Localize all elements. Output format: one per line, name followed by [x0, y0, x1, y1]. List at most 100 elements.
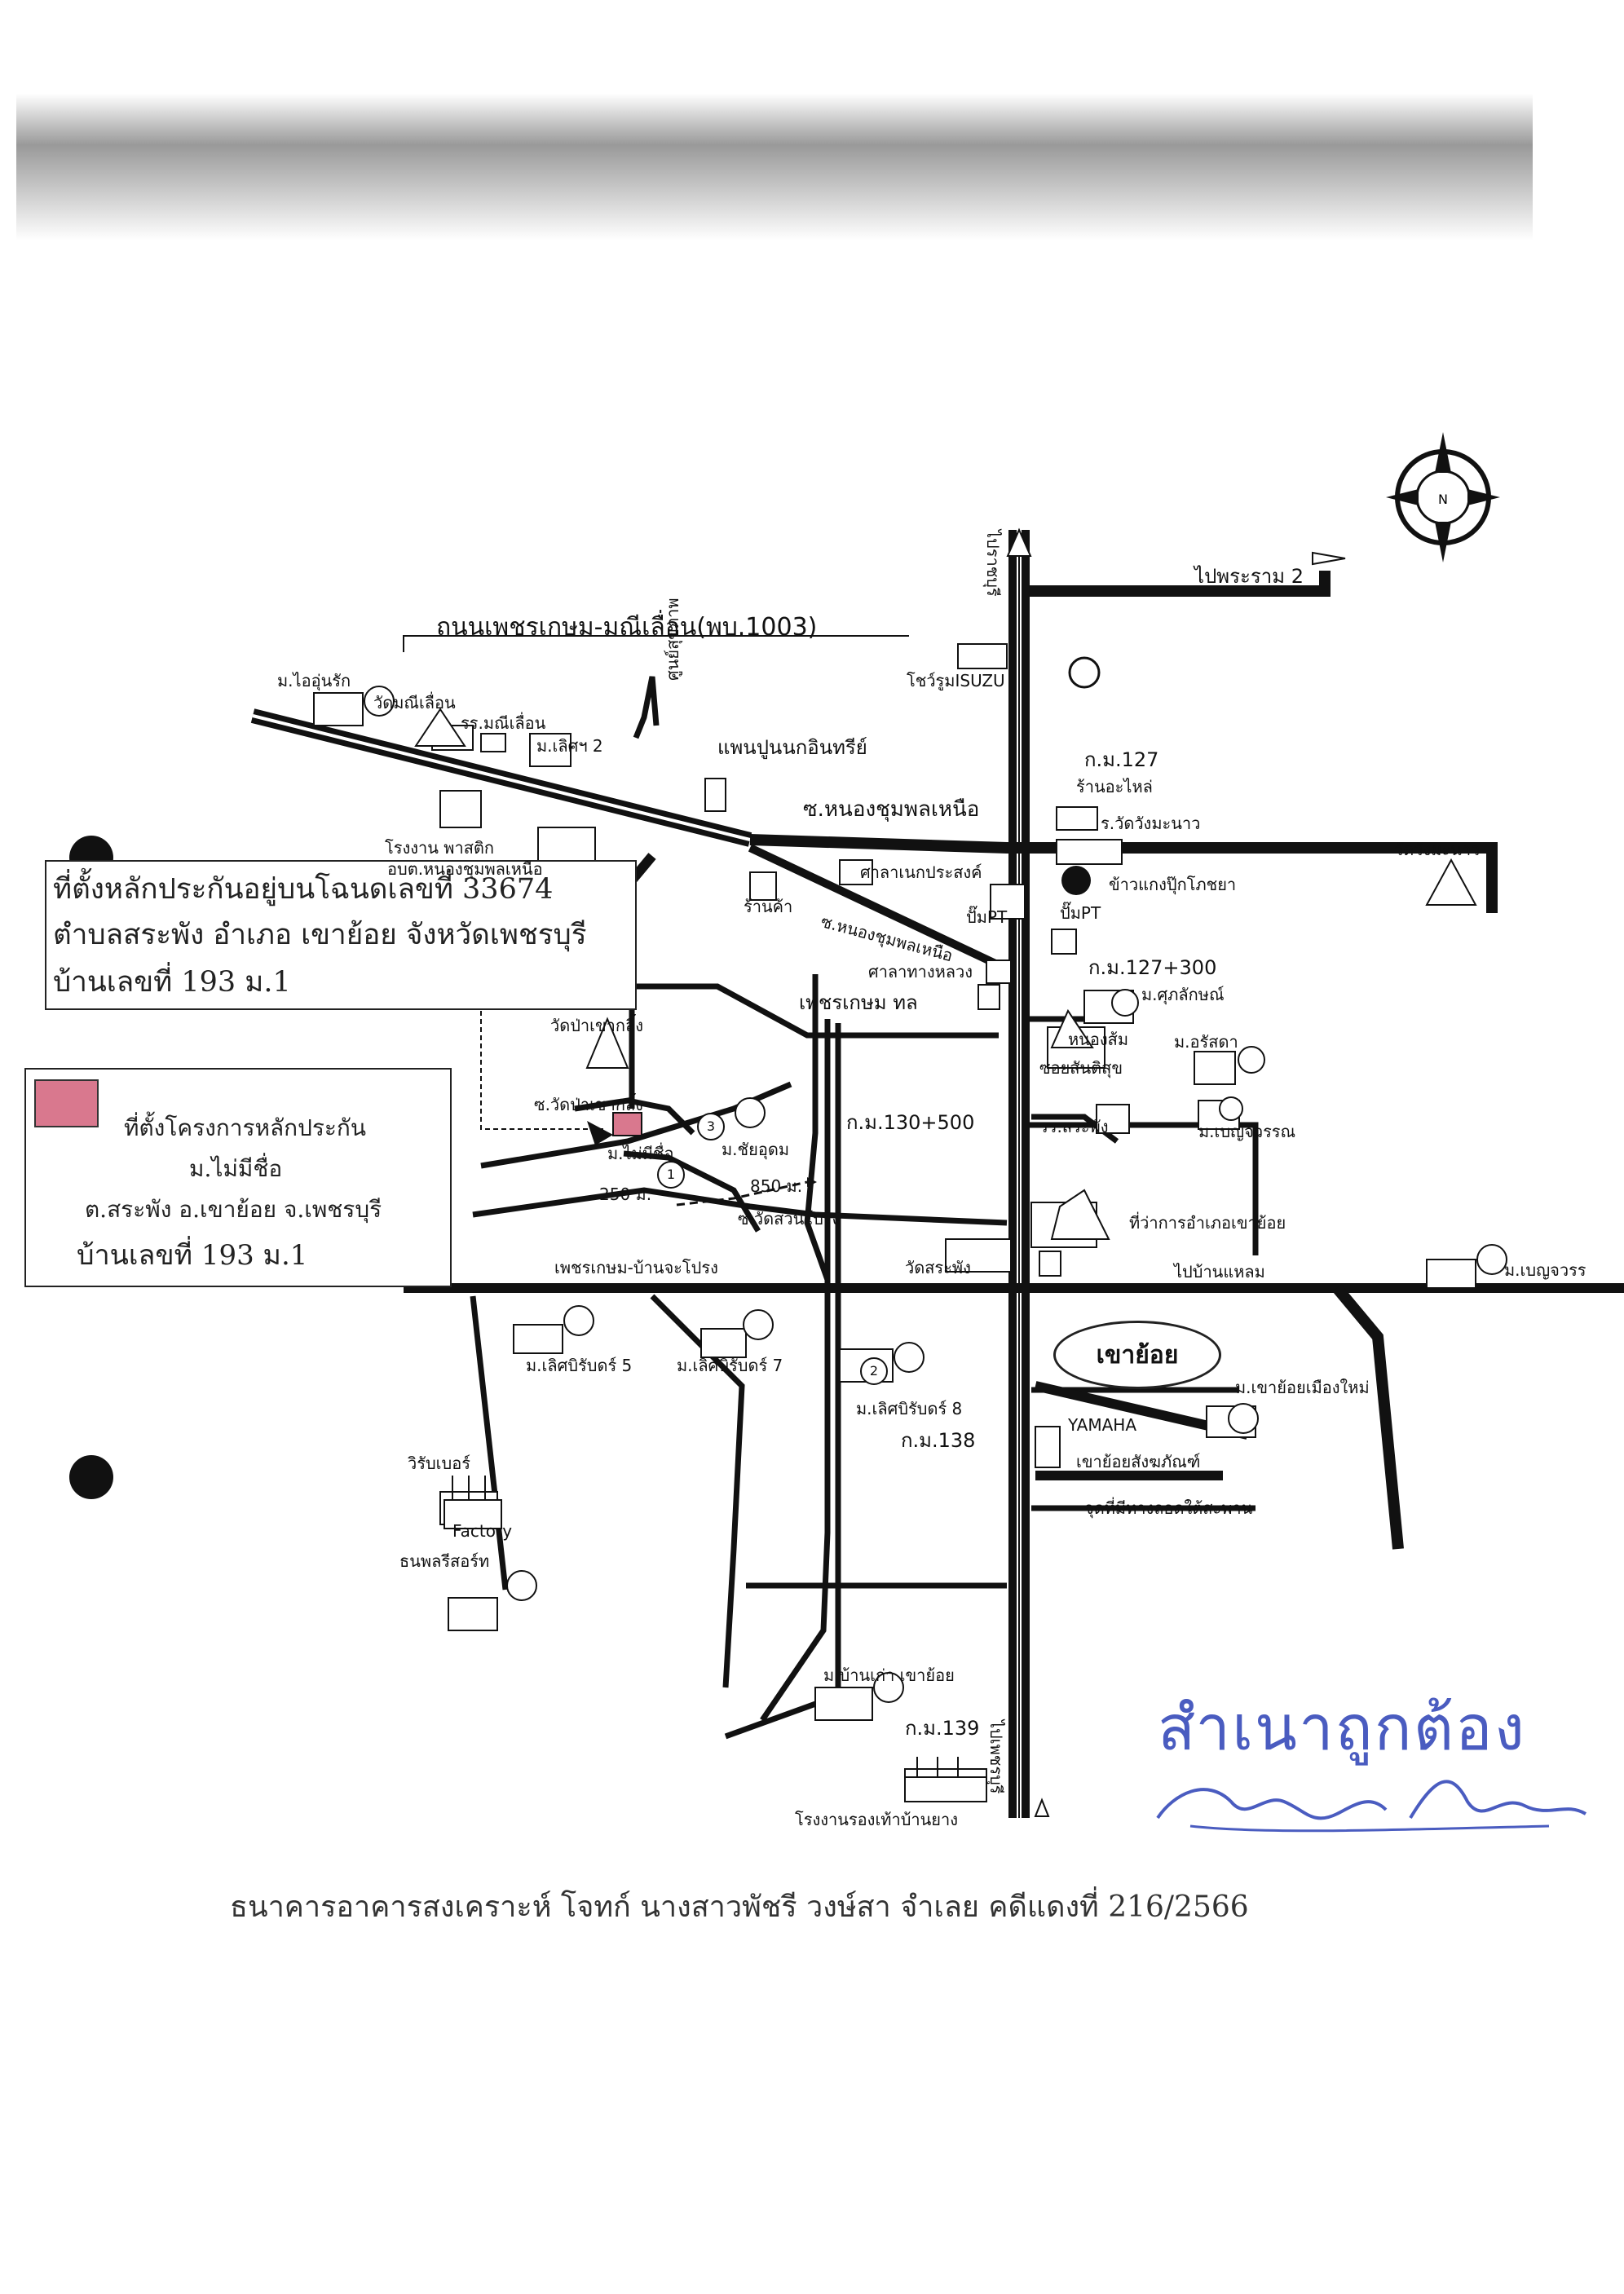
label-moo-lert-7: ม.เลิศบิรับดร์ 7 [677, 1356, 783, 1375]
project-marker-swatch [34, 1079, 99, 1127]
label-pump-pt-2: ปั๊มPT [1060, 903, 1101, 923]
map-title: ถนนเพชรเกษม-มณีเลื่อน(พบ.1003) [436, 613, 818, 642]
label-plastic-factory: โรงงาน พาสติก [385, 838, 494, 858]
title-leader [403, 635, 909, 652]
property-marker [612, 1112, 642, 1136]
label-khao-yoi-sangkhaphan: เขาย้อยสังฆภัณฑ์ [1076, 1452, 1201, 1471]
label-wat-pa-khao-ling: วัดป่าเขากลิ้ง [550, 1016, 644, 1035]
collateral-line-3: บ้านเลขที่ 193 ม.1 [53, 966, 291, 999]
label-nong-som: หนองส้ม [1068, 1030, 1129, 1049]
label-moo-lert-2: ม.เลิศฯ 2 [536, 736, 603, 756]
road-nong-chumphon-nuea [749, 834, 1498, 913]
project-line-2: ม.ไม่มีชื่อ [189, 1155, 283, 1182]
label-moo-sukkalak: ม.ศุภลักษณ์ [1141, 985, 1225, 1004]
label-spare-parts: ร้านอะไหล่ [1076, 777, 1153, 796]
collateral-info-box: ที่ตั้งหลักประกันอยู่บนโฉนดเลขที่ 33674 … [45, 860, 637, 1010]
label-km130-500: ก.ม.130+500 [846, 1111, 975, 1134]
label-store: ร้านค้า [744, 897, 793, 916]
label-power-plant: โรงงานรองเท้าบ้านยาง [795, 1810, 958, 1829]
south-arrow-icon [1034, 1798, 1050, 1817]
north-arrow-icon [1006, 527, 1032, 557]
gas-station-icon [1068, 656, 1101, 689]
label-moo-chaiyo: ม.ไม่มีชื่อ [607, 1144, 674, 1163]
label-district-office: ที่ว่าการอำเภอเขาย้อย [1129, 1213, 1286, 1233]
label-concrete-plant: แพนปูนนกอินทรีย์ [717, 736, 867, 759]
shell-icon [1061, 866, 1091, 895]
label-moo-chai-udom: ม.ชัยอุดม [722, 1140, 790, 1159]
marker-3: 3 [697, 1113, 725, 1140]
tree-icons [364, 686, 1507, 1703]
label-to-ban-laem: ไปบ้านแหลม [1174, 1262, 1265, 1282]
marker-2: 2 [860, 1357, 888, 1385]
manee-luean-road [250, 708, 752, 847]
project-info-box: ที่ตั้งโครงการหลักประกัน ม.ไม่มีชื่อ ต.ส… [24, 1068, 452, 1287]
label-sala-thang-luang: ศาลาทางหลวง [868, 962, 973, 982]
label-soi-wat-pa-khao-ling: ซ.วัดป่าเขากลิ้ง [534, 1095, 643, 1114]
label-obt-nong-chumphon: อบต.หนองชุมพลเหนือ [387, 859, 543, 879]
label-yamaha: YAMAHA [1068, 1415, 1137, 1435]
compass-icon [1386, 432, 1500, 562]
scan-shadow [16, 94, 1533, 240]
signature [1156, 1780, 1587, 1833]
label-sala-prasong: ศาลาเนกประสงค์ [860, 862, 982, 882]
label-soi-sun-suk: ซอยสันติสุข [1039, 1058, 1123, 1078]
project-line-4: บ้านเลขที่ 193 ม.1 [77, 1239, 308, 1272]
label-school-manee-luean: รร.มณีเลื่อน [461, 713, 546, 733]
label-moo-lert-8: ม.เลิศบิรับดร์ 8 [856, 1399, 963, 1418]
label-km127: ก.ม.127 [1084, 748, 1159, 771]
route-arrow-icon [807, 1177, 817, 1187]
label-tanaphon-resort: ธนพลรีสอร์ท [399, 1551, 490, 1571]
label-wat-manee-luean: วัดมณีเลื่อน [373, 693, 456, 712]
label-underpass: จุดที่มีทางลอดใต้สะพาน [1084, 1498, 1253, 1518]
label-moo-khao-yoi-new: ม.เขาย้อยเมืองใหม่ [1235, 1378, 1370, 1397]
label-health-center: ศูนย์สุขภาพ [663, 598, 682, 681]
label-rice-mill: ข้าวแกงปุ๊กโภชยา [1109, 875, 1237, 894]
label-factory: Factory [452, 1521, 513, 1541]
property-flag-icon [587, 1121, 613, 1145]
collateral-line-2: ตำบลสระพัง อำเภอ เขาย้อย จังหวัดเพชรบุรี [53, 919, 587, 951]
label-phetkasem-ban-cha-prong: เพชรเกษม-บ้านจะโปรง [554, 1258, 718, 1277]
seven-eleven-icon [977, 984, 1061, 1277]
label-pump-pt-1: ปั๊มPT [966, 907, 1008, 927]
certified-copy-stamp: สำเนาถูกต้อง [1158, 1692, 1526, 1764]
label-soi-nong-chumphon-nuea: ซ.หนองชุมพลเหนือ [803, 797, 980, 822]
label-school-sara: รร.สระพัง [1039, 1117, 1109, 1136]
road-to-moo-benchawan [1332, 1284, 1404, 1550]
rama2-arrow-icon [1312, 551, 1346, 566]
label-moo-khao-yoi-market: ม.บ้านเก่า เขาย้อย [823, 1665, 955, 1685]
label-phetkasem-tl: เพชรเกษม ทล [799, 991, 918, 1014]
label-moo-benchawan: ม.เบญจวรรณ [1198, 1122, 1296, 1141]
label-wat-wang-manao: วัดวังมะนาว [1394, 840, 1481, 859]
label-km139: ก.ม.139 [905, 1717, 980, 1740]
binding-hole-bottom [69, 1455, 113, 1499]
label-soi-wat-suan-pru: ซ.วัดสวนโปรง [738, 1209, 841, 1229]
label-km127-300: ก.ม.127+300 [1088, 956, 1217, 979]
compass-n-label: N [1438, 492, 1448, 507]
factory-icon [444, 1476, 987, 1802]
label-isuzu: โชว์รูมISUZU [907, 671, 1005, 690]
project-line-3: ต.สระพัง อ.เขาย้อย จ.เพชรบุรี [85, 1196, 382, 1223]
marker-1: 1 [657, 1161, 685, 1189]
label-moo-orasa: ม.อรัสดา [1174, 1032, 1238, 1052]
label-distance-250: 250 ม. [599, 1184, 652, 1204]
project-line-1: ที่ตั้งโครงการหลักประกัน [124, 1114, 367, 1141]
box-leader [480, 1011, 603, 1130]
label-to-north: ไปราชบุรี [983, 530, 1003, 597]
label-moo-benchawan-2: ม.เบญจวรร [1504, 1260, 1586, 1280]
label-moo-lert-5: ม.เลิศบิรับดร์ 5 [526, 1356, 633, 1375]
road-soi-nong-chumphon [748, 844, 1012, 974]
label-moo-ai-rak: ม.ไออุ่นรัก [277, 671, 351, 690]
collateral-line-1: ที่ตั้งหลักประกันอยู่บนโฉนดเลขที่ 33674 [53, 873, 554, 906]
label-to-phetchaburi: ไปเพชรบุรี [986, 1720, 1006, 1794]
label-km138: ก.ม.138 [901, 1429, 976, 1452]
footer-caption: ธนาคารอาคารสงเคราะห์ โจทก์ นางสาวพัชรี ว… [230, 1890, 1249, 1924]
temple-icons [414, 708, 1477, 1240]
town-label: เขาย้อย [1053, 1321, 1221, 1389]
route-850m [676, 1180, 808, 1207]
label-wat-sara: วัดสระพัง [905, 1258, 971, 1277]
label-wat-wang-mabao-school: ร.วัดวังมะนาว [1101, 814, 1201, 833]
label-distance-850: 850 ม. [750, 1176, 803, 1196]
label-to-rama2: ไปพระราม 2 [1194, 565, 1304, 588]
building-icons [313, 643, 1476, 1798]
